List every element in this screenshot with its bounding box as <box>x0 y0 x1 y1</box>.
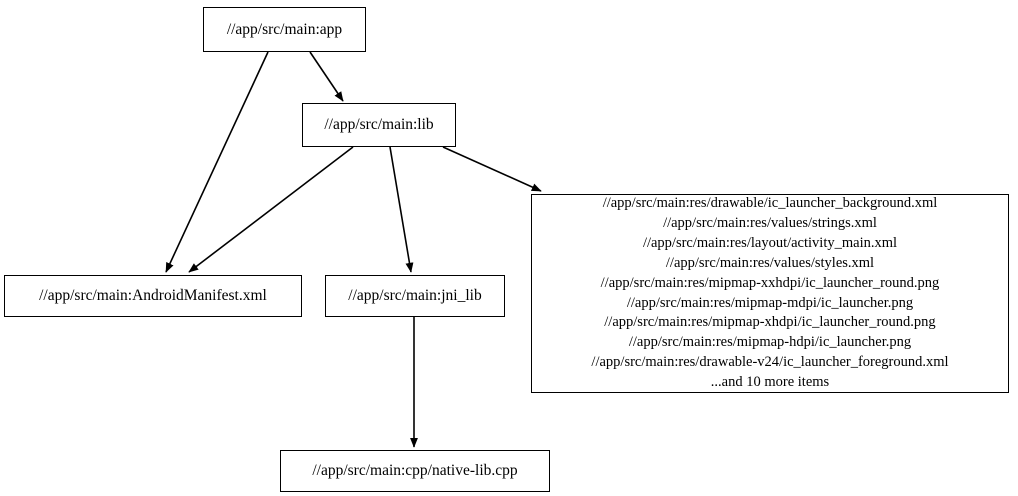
node-androidmanifest[interactable]: //app/src/main:AndroidManifest.xml <box>4 275 302 317</box>
node-app[interactable]: //app/src/main:app <box>203 7 366 52</box>
node-androidmanifest-label: //app/src/main:AndroidManifest.xml <box>39 287 267 305</box>
node-app-label: //app/src/main:app <box>226 20 343 38</box>
node-lib[interactable]: //app/src/main:lib <box>302 103 456 147</box>
node-jni-lib[interactable]: //app/src/main:jni_lib <box>325 275 505 317</box>
edge-lib-to-androidmanifest <box>188 146 354 273</box>
node-res-group-label: //app/src/main:res/drawable/ic_launcher_… <box>591 194 949 391</box>
node-native-lib-cpp-label: //app/src/main:cpp/native-lib.cpp <box>312 462 518 480</box>
edge-lib-to-jni-lib <box>389 146 414 273</box>
node-native-lib-cpp[interactable]: //app/src/main:cpp/native-lib.cpp <box>280 450 550 492</box>
node-lib-label: //app/src/main:lib <box>324 116 434 134</box>
edge-lib-to-res <box>442 146 542 192</box>
edge-app-to-androidmanifest <box>165 51 269 273</box>
edge-app-to-lib <box>309 51 344 102</box>
node-jni-lib-label: //app/src/main:jni_lib <box>348 287 482 305</box>
node-res-group[interactable]: //app/src/main:res/drawable/ic_launcher_… <box>531 194 1009 393</box>
